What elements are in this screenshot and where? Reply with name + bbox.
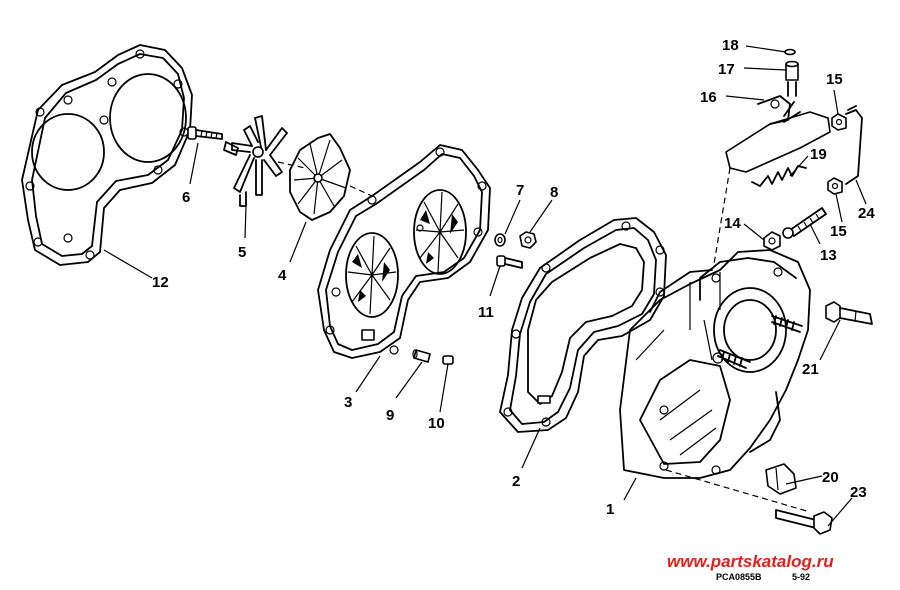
nut-part-14 bbox=[763, 231, 781, 251]
callout-15-upper: 15 bbox=[826, 71, 843, 88]
lever-arm-part-16 bbox=[725, 95, 831, 173]
pin-part-9 bbox=[412, 349, 431, 363]
watermark-text: www.partskatalog.ru bbox=[667, 552, 834, 571]
reed-petals-part-5 bbox=[223, 115, 288, 207]
callout-5: 5 bbox=[238, 244, 246, 261]
link-rod-part-24 bbox=[845, 105, 863, 185]
screw-part-10 bbox=[442, 355, 454, 365]
date-code: 5-92 bbox=[792, 572, 810, 582]
leader-lines bbox=[103, 45, 867, 527]
callout-12: 12 bbox=[152, 274, 169, 291]
screw-part-6 bbox=[187, 126, 223, 140]
callout-11: 11 bbox=[478, 304, 494, 321]
gasket-part-12 bbox=[21, 44, 193, 266]
callout-7: 7 bbox=[516, 182, 524, 199]
callout-6: 6 bbox=[182, 189, 190, 206]
callout-17: 17 bbox=[718, 61, 735, 78]
nut-part-15-lower bbox=[827, 177, 843, 195]
callout-21: 21 bbox=[802, 361, 819, 378]
callout-8: 8 bbox=[550, 184, 558, 201]
callout-23: 23 bbox=[850, 484, 867, 501]
clip-part-20 bbox=[765, 463, 797, 495]
callout-10: 10 bbox=[428, 415, 445, 432]
callout-2: 2 bbox=[512, 473, 520, 490]
callout-19: 19 bbox=[810, 146, 827, 163]
washer-part-18 bbox=[784, 48, 796, 56]
housing-part-1 bbox=[619, 249, 811, 479]
callout-14: 14 bbox=[724, 215, 741, 232]
reed-stop-part-4 bbox=[289, 133, 351, 221]
callout-18: 18 bbox=[722, 37, 739, 54]
pin-part-17 bbox=[785, 60, 799, 97]
callout-4: 4 bbox=[278, 267, 287, 284]
callout-20: 20 bbox=[822, 469, 839, 486]
bolt-part-21 bbox=[825, 301, 873, 325]
callout-24: 24 bbox=[858, 205, 875, 222]
nut-part-15-upper bbox=[831, 113, 847, 131]
gasket-part-2 bbox=[499, 217, 667, 433]
rod-end-part-13 bbox=[782, 207, 827, 239]
drawing-code: PCA0855B bbox=[716, 572, 762, 582]
washer-part-7 bbox=[494, 233, 506, 247]
bolt-part-23 bbox=[775, 509, 833, 535]
callout-16: 16 bbox=[700, 89, 717, 106]
callout-1: 1 bbox=[606, 501, 614, 518]
callout-15-lower: 15 bbox=[830, 223, 847, 240]
spring-part-19 bbox=[751, 165, 807, 187]
callout-9: 9 bbox=[386, 407, 394, 424]
callout-13: 13 bbox=[820, 247, 837, 264]
callout-3: 3 bbox=[344, 394, 352, 411]
screw-part-11 bbox=[496, 255, 523, 269]
nut-part-8 bbox=[519, 231, 537, 249]
reed-plate-part-3 bbox=[317, 144, 491, 359]
